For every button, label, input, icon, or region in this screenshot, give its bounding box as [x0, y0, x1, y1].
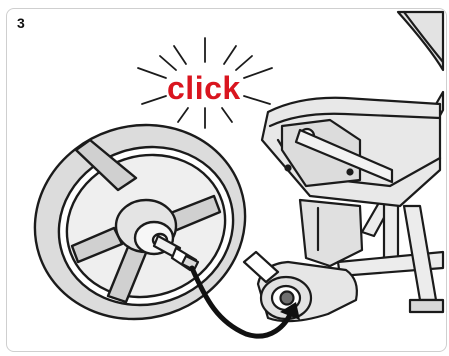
step-number: 3: [17, 15, 25, 31]
wheel: [10, 98, 271, 346]
stroller-frame: [244, 12, 443, 321]
click-callout: click: [167, 70, 241, 107]
